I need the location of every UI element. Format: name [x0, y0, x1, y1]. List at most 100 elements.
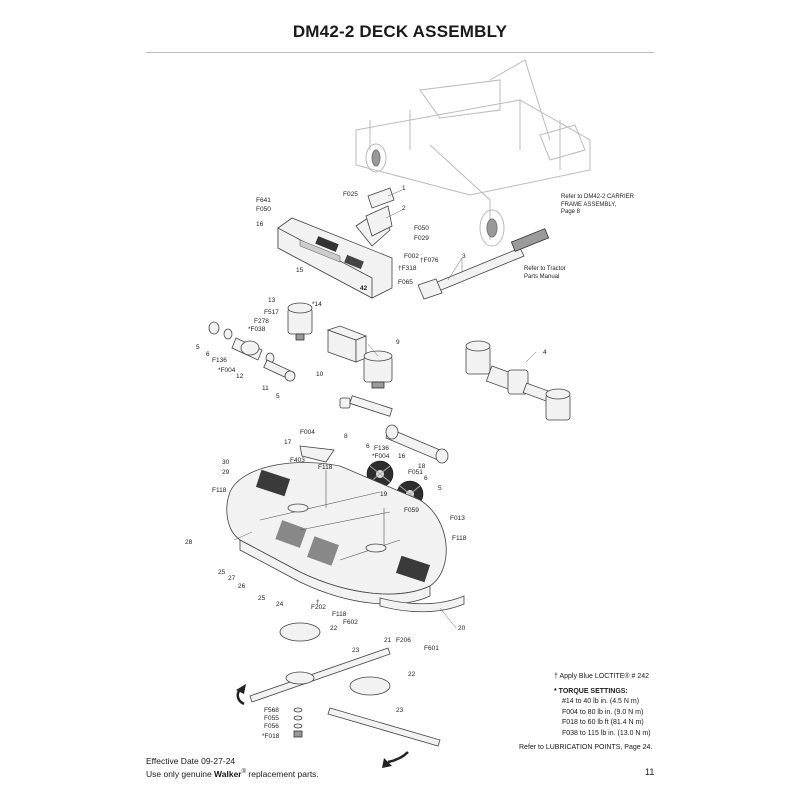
label-1: 1: [402, 185, 406, 192]
label-28: 28: [185, 539, 193, 546]
label-15: 15: [296, 267, 304, 274]
label-F517: F517: [264, 309, 279, 316]
label-26: 26: [238, 583, 246, 590]
label-30: 30: [222, 459, 230, 466]
rotation-arrow-left: [236, 684, 246, 706]
rotation-arrow-right: [382, 751, 409, 768]
label-6a: 6: [206, 351, 210, 358]
label-F602: F602: [343, 619, 358, 626]
label-5c: 5: [438, 485, 442, 492]
carrier-frame-reference: Refer to DM42-2 CARRIER FRAME ASSEMBLY, …: [561, 194, 634, 217]
label-4: 4: [543, 349, 547, 356]
tractor-reference: Refer to Tractor Parts Manual: [524, 266, 566, 281]
label-F055: F055: [264, 715, 279, 722]
spindle-left: [208, 321, 296, 382]
drive-shaft: [417, 228, 550, 300]
lubrication-reference: Refer to LUBRICATION POINTS, Page 24.: [519, 744, 653, 751]
label-6b: 6: [366, 443, 370, 450]
gearbox-right: [363, 350, 393, 389]
label-F004a: *F004: [218, 367, 236, 374]
deck-model-decal: 42: [360, 285, 368, 292]
label-22b: 22: [408, 671, 416, 678]
label-6c: 6: [424, 475, 428, 482]
gearbox-center: [326, 325, 368, 363]
bracket: [299, 445, 335, 463]
assembly-notes: † Apply Blue LOCTITE® # 242 * TORQUE SET…: [554, 672, 651, 739]
effective-date: Effective Date 09-27-24: [146, 756, 236, 766]
label-18: 18: [418, 463, 426, 470]
label-27: 27: [228, 575, 236, 582]
label-25b: 25: [258, 595, 266, 602]
label-F050a: F050: [256, 206, 271, 213]
label-20: 20: [458, 625, 466, 632]
label-F206: F206: [396, 637, 411, 644]
torque-setting: #14 to 40 lb in. (4.5 N m): [562, 698, 640, 705]
label-9: 9: [396, 339, 400, 346]
label-F136b: F136: [374, 445, 389, 452]
label-F076: †F076: [420, 257, 439, 264]
label-19: 19: [380, 491, 388, 498]
reference-line: FRAME ASSEMBLY,: [561, 201, 617, 208]
label-F025: F025: [343, 191, 358, 198]
label-F403: F403: [290, 457, 305, 464]
label-16b: 16: [398, 453, 406, 460]
label-F059: F059: [404, 507, 419, 514]
belt-shield: [355, 187, 395, 247]
label-5b: 5: [276, 393, 280, 400]
label-F004b: F004: [300, 429, 315, 436]
gearbox-left: [287, 302, 313, 341]
torque-setting: F038 to 115 lb in. (13.0 N m): [562, 729, 651, 737]
label-8: 8: [344, 433, 348, 440]
label-F118d: F118: [332, 611, 347, 618]
label-F202: F202: [311, 604, 326, 611]
torque-setting: F018 to 60 lb ft (81.4 N m): [562, 719, 644, 726]
torque-header: * TORQUE SETTINGS:: [554, 687, 628, 695]
page-number: 11: [645, 767, 655, 777]
gearbox-assembly: [465, 340, 571, 421]
label-21: 21: [384, 637, 392, 644]
label-13: 13: [268, 297, 276, 304]
label-F002: F002: [404, 253, 419, 260]
label-3: 3: [462, 253, 466, 260]
label-16: 16: [256, 221, 264, 228]
label-F601: F601: [424, 645, 439, 652]
baffle: [379, 595, 465, 613]
reference-line: Page 8: [561, 209, 581, 215]
label-F065: F065: [398, 279, 413, 286]
reference-line: Refer to DM42-2 CARRIER: [561, 194, 635, 200]
label-24: 24: [276, 601, 284, 608]
label-F136a: F136: [212, 357, 227, 364]
blade-lower: [327, 676, 441, 747]
label-23b: 23: [396, 707, 404, 714]
label-F029: F029: [414, 235, 429, 242]
label-14: *14: [312, 301, 322, 308]
label-5a: 5: [196, 344, 200, 351]
cross-shaft: [339, 395, 449, 464]
page-title: DM42-2 DECK ASSEMBLY: [292, 22, 508, 41]
label-F118c: F118: [452, 535, 467, 542]
label-11: 11: [262, 385, 269, 392]
label-2: 2: [402, 205, 406, 212]
label-F004c: *F004: [372, 453, 390, 460]
genuine-parts-note: Use only genuine Walker® replacement par…: [146, 767, 319, 780]
label-29: 29: [222, 469, 230, 476]
label-dagger: †: [316, 599, 320, 606]
label-F118b: F118: [212, 487, 227, 494]
part-labels: 1 2 3 4 5 5 5 6 6 6 8 9 10 11 12 13 *14 …: [185, 185, 547, 740]
label-F056: F056: [264, 723, 279, 730]
reference-line: Parts Manual: [524, 273, 560, 280]
torque-setting: F004 to 80 lb in. (9.0 N m): [562, 708, 644, 716]
label-F641: F641: [256, 197, 271, 204]
label-F318: †F318: [398, 265, 417, 272]
loctite-note: † Apply Blue LOCTITE® # 242: [554, 673, 650, 680]
label-22a: 22: [330, 625, 338, 632]
label-10: 10: [316, 371, 324, 378]
mower-deck: [226, 462, 447, 605]
label-F050b: F050: [414, 225, 429, 232]
reference-line: Refer to Tractor: [524, 266, 566, 272]
registered-mark: ®: [241, 769, 247, 775]
blade-upper: [249, 622, 391, 703]
label-F118a: F118: [318, 464, 333, 471]
leader-lines: [233, 189, 537, 629]
